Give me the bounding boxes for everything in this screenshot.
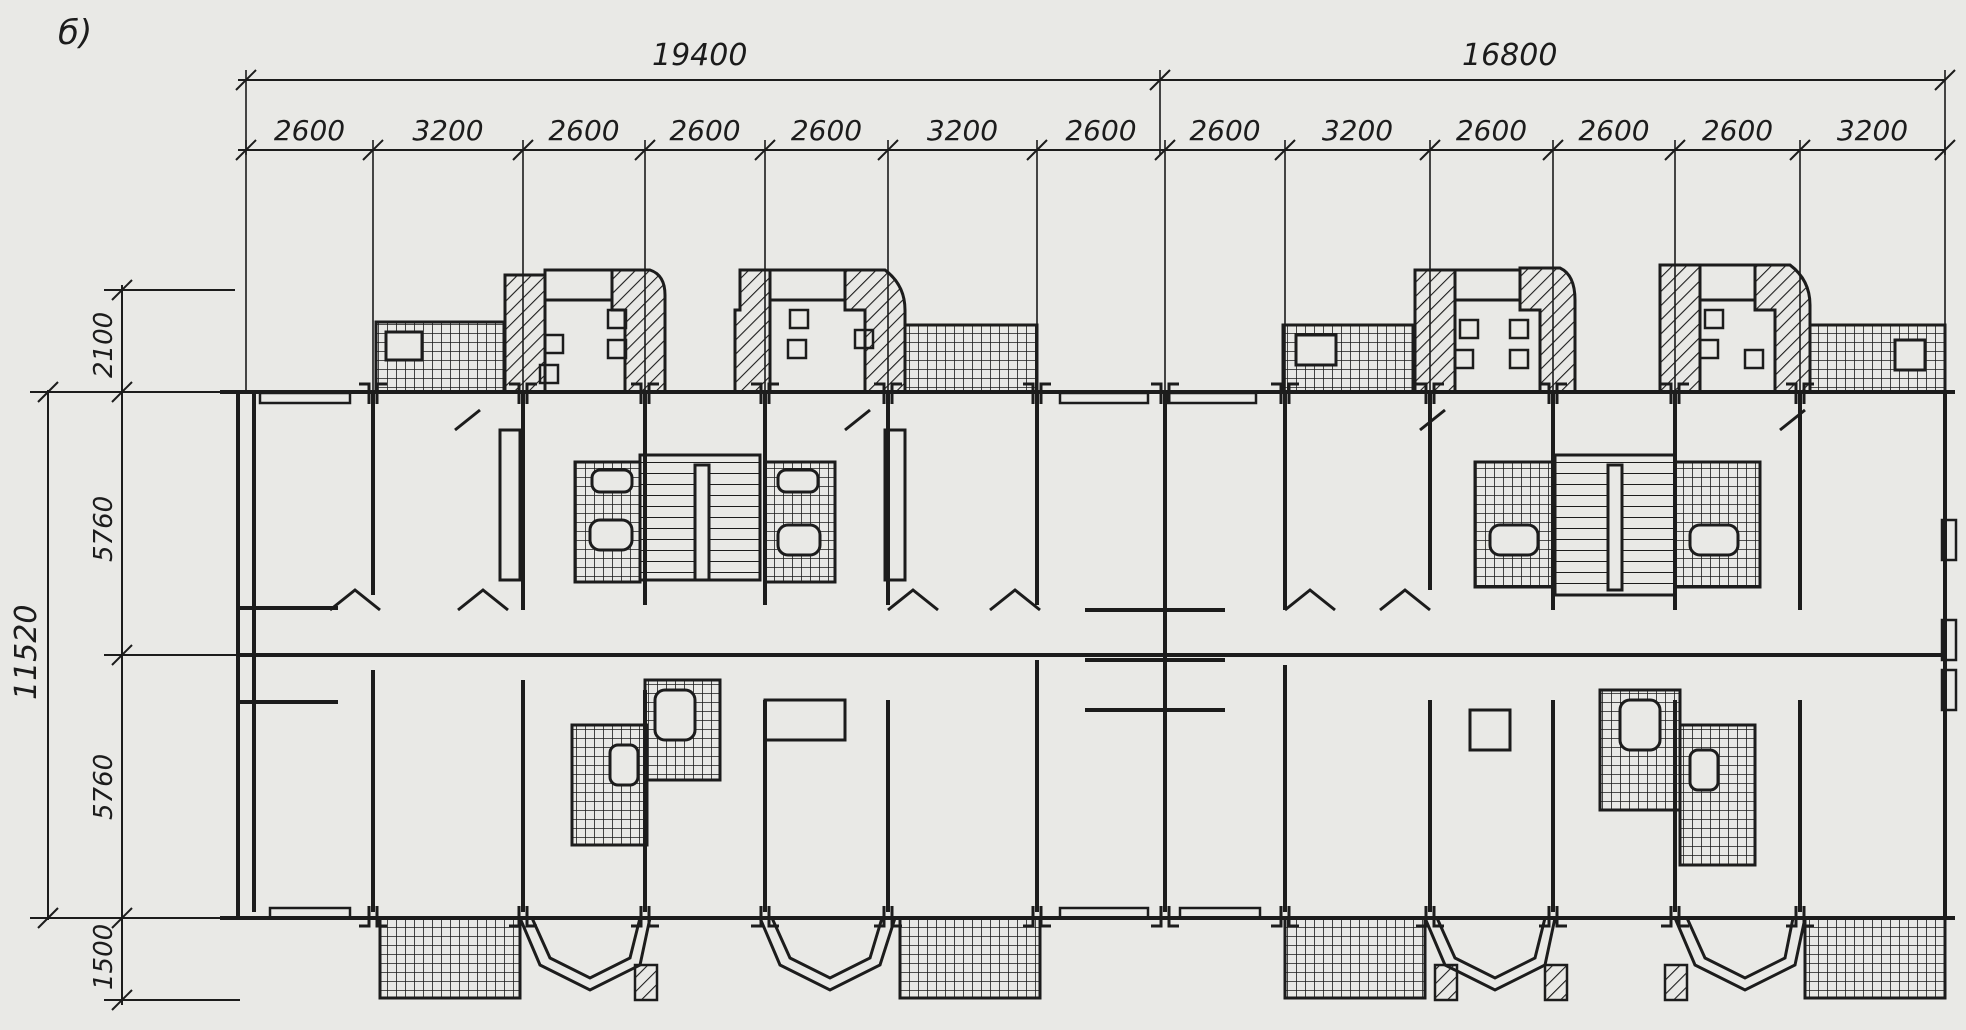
wall-clip	[1023, 906, 1051, 928]
kitchen-fixtures	[538, 308, 1765, 385]
wall-clip	[874, 906, 902, 928]
dim-span-2100: 2100	[89, 312, 119, 378]
dim-module-1: 2600	[274, 114, 345, 147]
wall-clip	[359, 382, 387, 404]
wall-clip	[509, 382, 537, 404]
dim-module-8: 2600	[1189, 114, 1260, 147]
dim-module-7: 2600	[1065, 114, 1136, 147]
wall-clip	[1151, 382, 1179, 404]
top-dimension-modules: 2600 3200 2600 2600 2600 3200 2600 2600 …	[274, 114, 1908, 147]
wall-clip	[359, 906, 387, 928]
dim-total-16800: 16800	[1462, 38, 1557, 73]
dim-module-3: 2600	[548, 114, 619, 147]
wall-clip	[1271, 382, 1299, 404]
wall-junctions	[359, 382, 1814, 928]
wall-clip	[1539, 382, 1567, 404]
closets	[498, 428, 1512, 752]
wall-clip	[631, 382, 659, 404]
dim-span-5760-lower: 5760	[89, 754, 119, 820]
wall-clip	[751, 906, 779, 928]
south-bay-windows	[518, 917, 1807, 992]
wall-clip	[751, 382, 779, 404]
wall-clip	[1786, 906, 1814, 928]
wall-clip	[1023, 382, 1051, 404]
dim-module-12: 2600	[1702, 114, 1773, 147]
stairwells	[638, 453, 1677, 597]
dim-module-6: 3200	[927, 114, 998, 147]
wall-clip	[1271, 906, 1299, 928]
wall-clip	[1661, 906, 1689, 928]
dim-module-4: 2600	[669, 114, 740, 147]
dim-span-5760-upper: 5760	[89, 496, 119, 562]
dim-module-13: 3200	[1837, 114, 1908, 147]
south-loggias	[378, 916, 1947, 1000]
door-swings	[329, 408, 1806, 612]
left-dimension-labels: 11520 2100 5760 5760 1500	[9, 312, 119, 990]
wall-clip	[1661, 382, 1689, 404]
wall-clip	[1786, 382, 1814, 404]
bathrooms	[570, 460, 1762, 867]
north-shaft-walls	[503, 263, 1812, 394]
south-pier-walls	[633, 963, 1689, 1002]
dim-module-9: 3200	[1322, 114, 1393, 147]
top-dimension-totals: 19400 16800	[652, 38, 1557, 73]
left-dimension-lines	[30, 279, 240, 1011]
dim-span-1500: 1500	[89, 924, 119, 990]
wall-clip	[1416, 382, 1444, 404]
windows	[258, 391, 1958, 920]
wall-clip	[1416, 906, 1444, 928]
dim-module-11: 2600	[1578, 114, 1649, 147]
partition-walls	[238, 392, 1802, 912]
wall-clip	[1539, 906, 1567, 928]
dim-module-5: 2600	[791, 114, 862, 147]
dim-total-19400: 19400	[652, 38, 747, 73]
dim-module-10: 2600	[1456, 114, 1527, 147]
dim-total-11520: 11520	[9, 605, 44, 700]
dim-module-2: 3200	[412, 114, 483, 147]
wall-clip	[874, 382, 902, 404]
north-loggias	[374, 320, 1947, 394]
wall-clip	[509, 906, 537, 928]
wall-clip	[631, 906, 659, 928]
figure-label: б)	[58, 13, 92, 53]
wall-clip	[1151, 906, 1179, 928]
